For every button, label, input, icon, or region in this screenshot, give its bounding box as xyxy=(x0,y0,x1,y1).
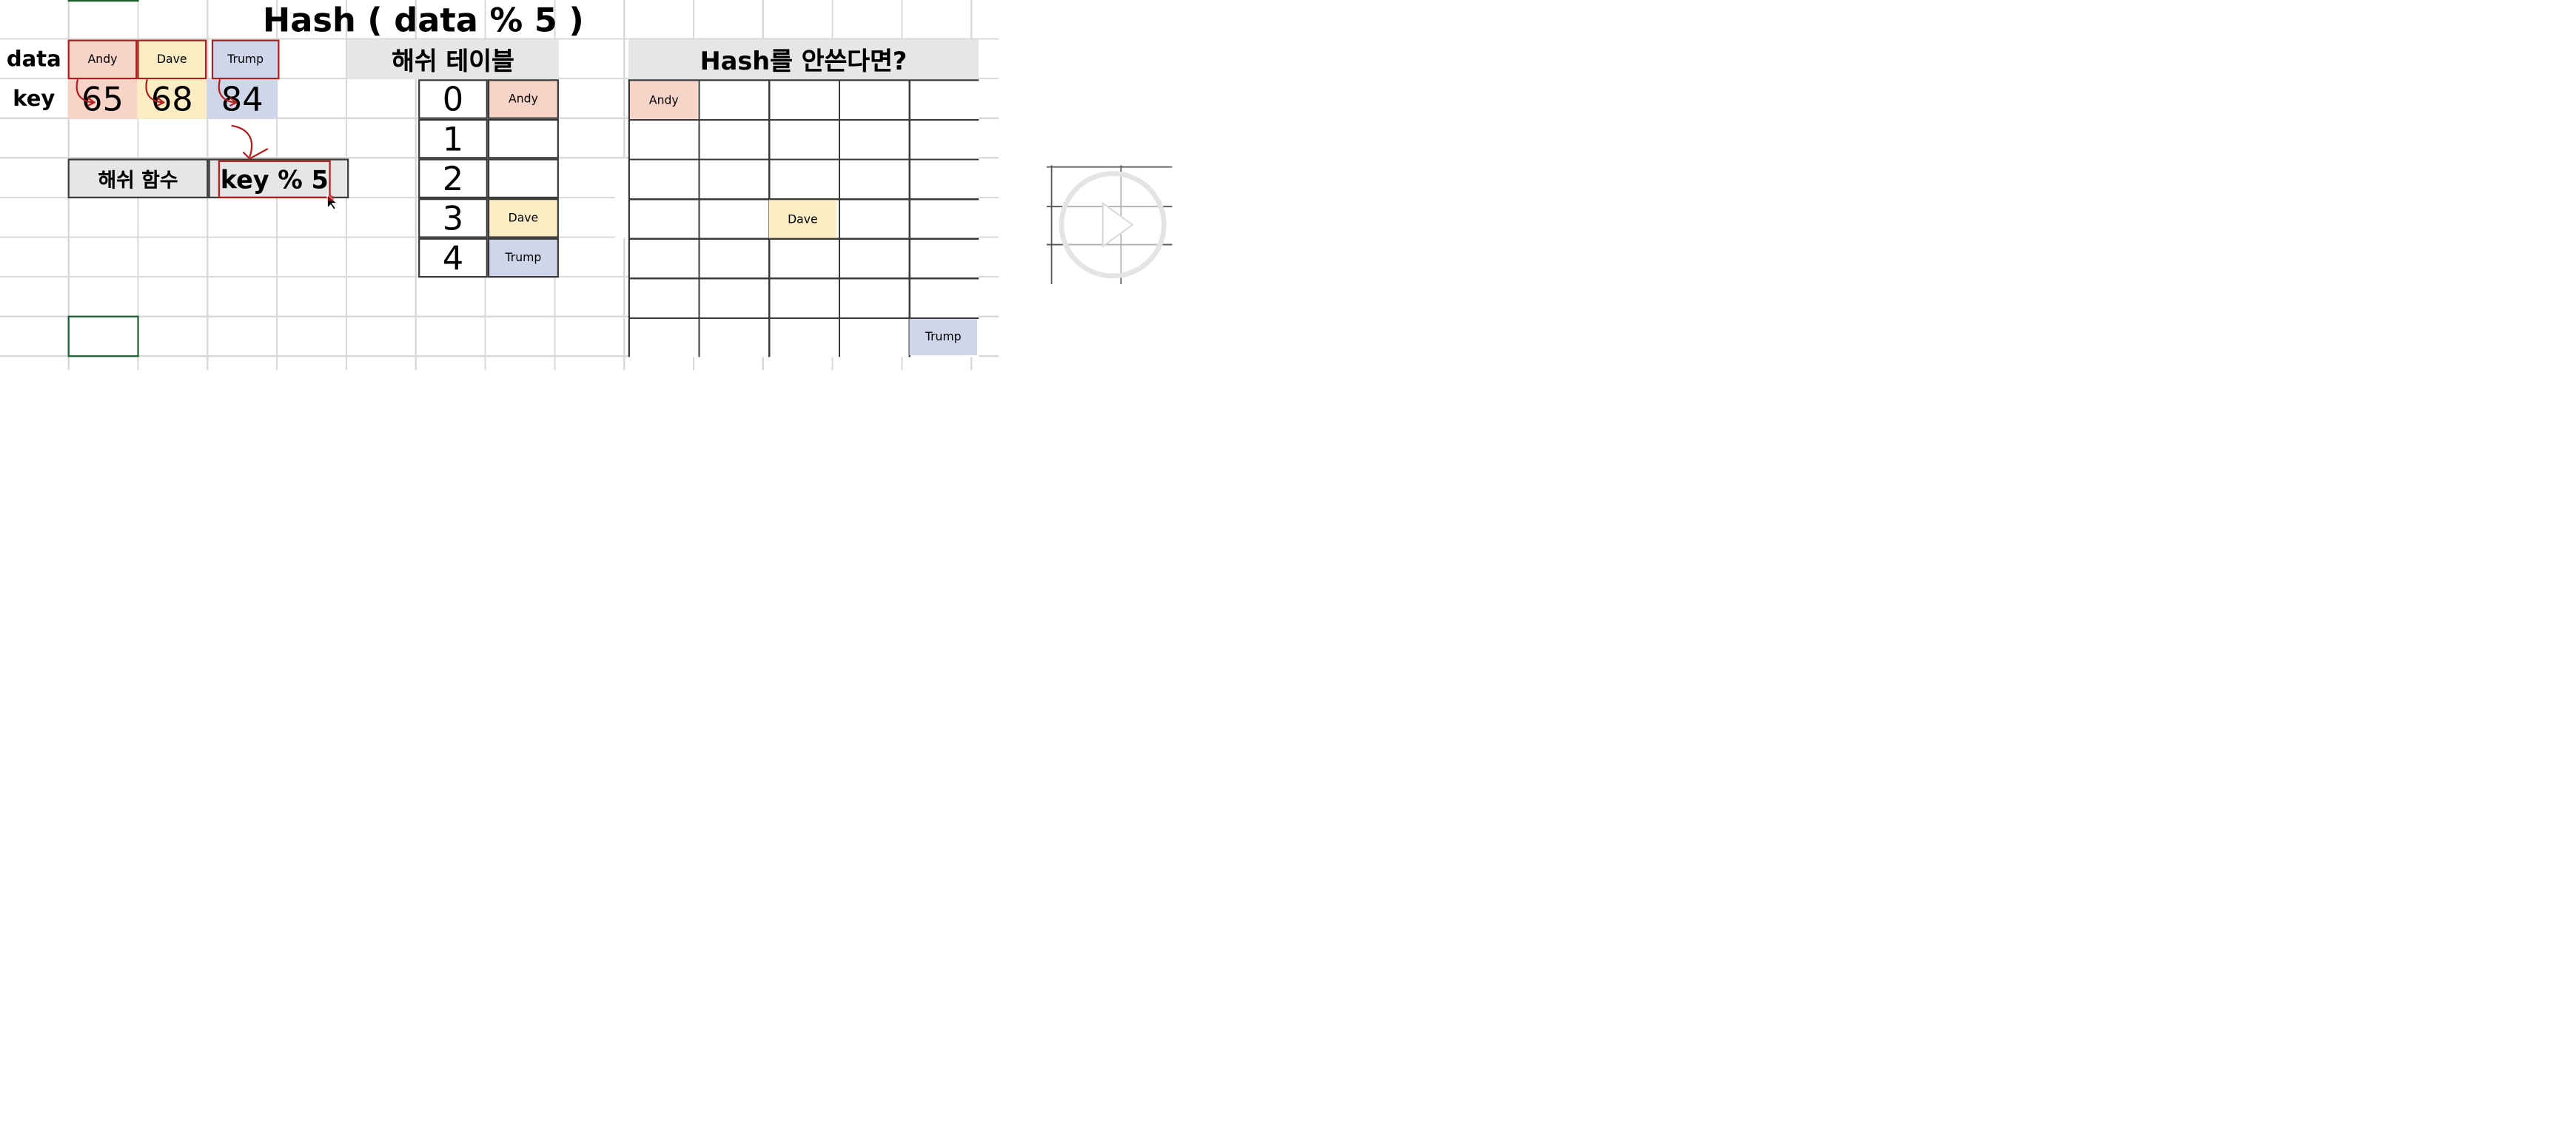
column-selection-indicator xyxy=(67,0,139,2)
sheet-title: Hash ( data % 5 ) xyxy=(262,0,584,40)
no-hash-header: Hash를 안쓴다면? xyxy=(628,39,979,80)
hash-slot-3[interactable]: Dave xyxy=(487,198,559,238)
key-cell-dave[interactable]: 68 xyxy=(137,79,207,119)
gridline-gap xyxy=(614,158,628,238)
hash-index-1[interactable]: 1 xyxy=(418,118,488,159)
hash-function-label: 해쉬 함수 xyxy=(67,158,209,199)
data-cell-trump[interactable]: Trump xyxy=(211,39,280,80)
hash-index-3[interactable]: 3 xyxy=(418,198,488,238)
hash-index-4[interactable]: 4 xyxy=(418,238,488,278)
play-icon[interactable] xyxy=(1046,165,1173,285)
no-hash-cell-dave[interactable]: Dave xyxy=(768,200,837,238)
hash-index-2[interactable]: 2 xyxy=(418,158,488,199)
hash-index-0[interactable]: 0 xyxy=(418,79,488,119)
data-cell-andy[interactable]: Andy xyxy=(67,39,138,80)
selected-cell[interactable] xyxy=(67,315,139,357)
hash-slot-4[interactable]: Trump xyxy=(487,238,559,278)
hash-table-header: 해쉬 테이블 xyxy=(347,39,559,80)
hash-function-formula[interactable]: key % 5 xyxy=(218,160,331,199)
video-thumbnail[interactable] xyxy=(1046,165,1173,285)
row-label-key: key xyxy=(13,87,56,112)
row-label-data: data xyxy=(6,47,61,73)
hash-slot-2[interactable] xyxy=(487,158,559,199)
no-hash-cell-andy[interactable]: Andy xyxy=(630,81,698,119)
hash-slot-0[interactable]: Andy xyxy=(487,79,559,119)
data-cell-dave[interactable]: Dave xyxy=(137,39,207,80)
hash-slot-1[interactable] xyxy=(487,118,559,159)
no-hash-cell-trump[interactable]: Trump xyxy=(909,319,978,356)
mouse-cursor-icon xyxy=(326,194,339,211)
annotation-arrows xyxy=(76,78,269,160)
